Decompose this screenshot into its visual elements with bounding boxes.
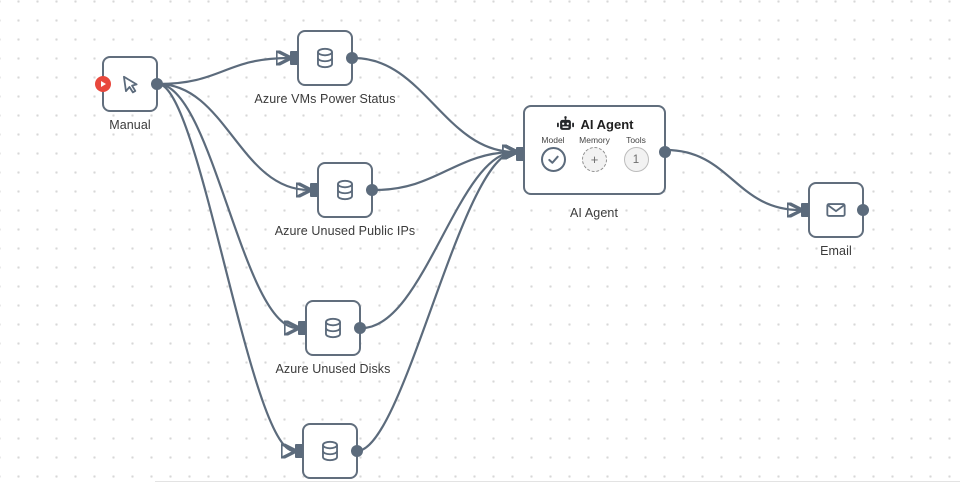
output-port[interactable] xyxy=(351,445,363,457)
node-label-azure-unused-disks: Azure Unused Disks xyxy=(275,362,391,376)
model-port-label: Model xyxy=(541,135,565,145)
output-port[interactable] xyxy=(151,78,163,90)
edge-vms-power-to-ai-agent[interactable] xyxy=(353,56,515,152)
output-port[interactable] xyxy=(659,146,671,158)
ai-port-model: Model xyxy=(536,135,570,172)
database-icon xyxy=(322,440,338,462)
edge-manual-to-db4[interactable] xyxy=(157,82,294,451)
edge-manual-to-public-ips[interactable] xyxy=(157,82,309,190)
input-port[interactable] xyxy=(298,321,306,335)
node-label-manual: Manual xyxy=(109,118,151,132)
cursor-icon xyxy=(123,75,138,94)
input-port[interactable] xyxy=(295,444,303,458)
node-label-email: Email xyxy=(820,244,852,258)
edge-ai-agent-to-email[interactable] xyxy=(665,148,800,210)
plus-icon: + xyxy=(590,152,599,167)
robot-icon xyxy=(556,116,574,130)
ai-port-memory: Memory + xyxy=(578,135,612,172)
node-email[interactable] xyxy=(801,182,869,238)
ai-agent-title: AI Agent xyxy=(580,117,634,132)
node-label-ai-agent: AI Agent xyxy=(569,206,619,220)
play-icon xyxy=(101,81,107,87)
edge-unused-disks-to-ai-agent[interactable] xyxy=(361,152,515,330)
tools-port-connector[interactable]: 1 xyxy=(623,147,649,172)
edge-manual-to-vms-power[interactable] xyxy=(157,58,289,86)
email-icon xyxy=(826,203,846,217)
memory-port-connector[interactable]: + xyxy=(582,147,607,172)
tools-port-label: Tools xyxy=(626,135,646,145)
database-icon xyxy=(337,179,353,201)
input-port[interactable] xyxy=(290,51,298,65)
canvas-bottom-divider xyxy=(155,481,960,482)
node-ai-agent[interactable]: AI Agent Model Memory + Tools 1 xyxy=(516,105,671,195)
output-port[interactable] xyxy=(354,322,366,334)
ai-agent-header: AI Agent xyxy=(525,116,664,133)
edge-public-ips-to-ai-agent[interactable] xyxy=(373,152,515,192)
tools-count-badge: 1 xyxy=(632,153,640,166)
output-port[interactable] xyxy=(366,184,378,196)
output-port[interactable] xyxy=(346,52,358,64)
node-database-4[interactable] xyxy=(295,423,363,479)
ai-port-tools: Tools 1 xyxy=(619,135,653,172)
edge-db4-to-ai-agent[interactable] xyxy=(356,152,515,453)
model-port-connector[interactable] xyxy=(540,147,566,172)
input-port[interactable] xyxy=(516,147,524,161)
database-icon xyxy=(325,317,341,339)
database-icon xyxy=(317,47,333,69)
node-azure-vms-power-status[interactable] xyxy=(290,30,358,86)
node-azure-unused-public-ips[interactable] xyxy=(310,162,378,218)
output-port[interactable] xyxy=(857,204,869,216)
input-port[interactable] xyxy=(310,183,318,197)
check-icon xyxy=(547,155,559,164)
node-manual-trigger[interactable] xyxy=(95,56,163,112)
trigger-play-badge[interactable] xyxy=(95,76,111,92)
memory-port-label: Memory xyxy=(579,135,610,145)
node-azure-unused-disks[interactable] xyxy=(298,300,366,356)
node-label-azure-unused-public-ips: Azure Unused Public IPs xyxy=(274,224,416,238)
input-port[interactable] xyxy=(801,203,809,217)
edge-manual-to-unused-disks[interactable] xyxy=(157,82,297,328)
node-label-azure-vms-power-status: Azure VMs Power Status xyxy=(254,92,396,106)
